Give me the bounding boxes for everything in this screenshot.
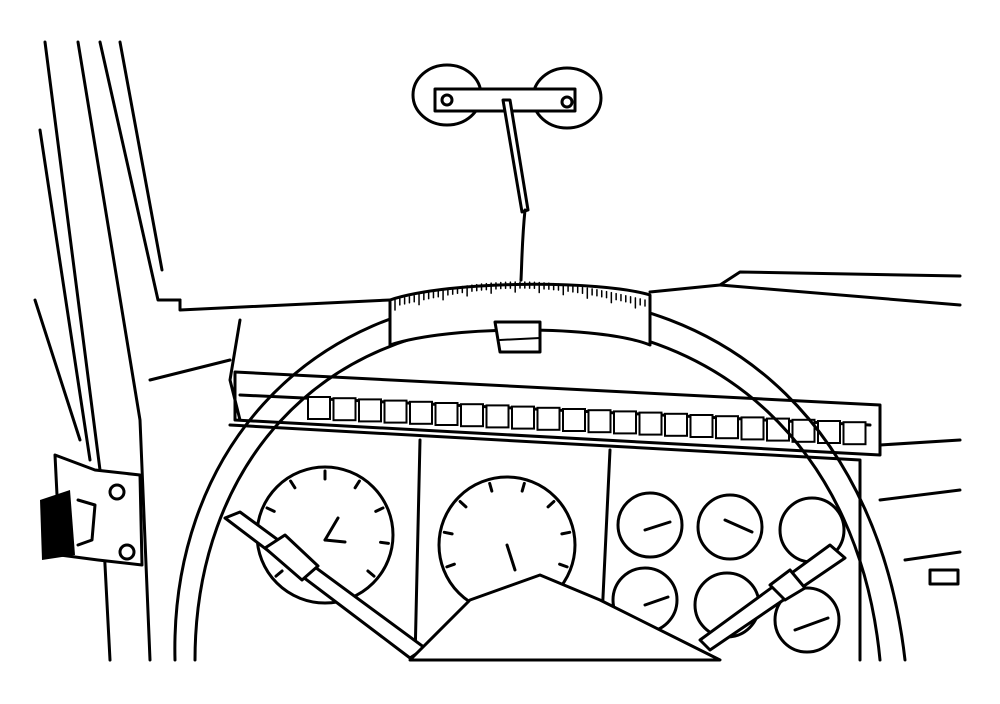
pointer-rod-icon (501, 98, 530, 282)
auxiliary-gauges (611, 491, 846, 654)
instrument-cluster (228, 370, 962, 662)
warning-light-strip (307, 396, 867, 446)
protractor-scale-icon (388, 281, 652, 354)
suction-cup-mount-icon (411, 63, 603, 130)
door-hinge-bracket (40, 453, 144, 567)
dashboard-top (148, 270, 962, 422)
a-pillar (33, 40, 182, 662)
